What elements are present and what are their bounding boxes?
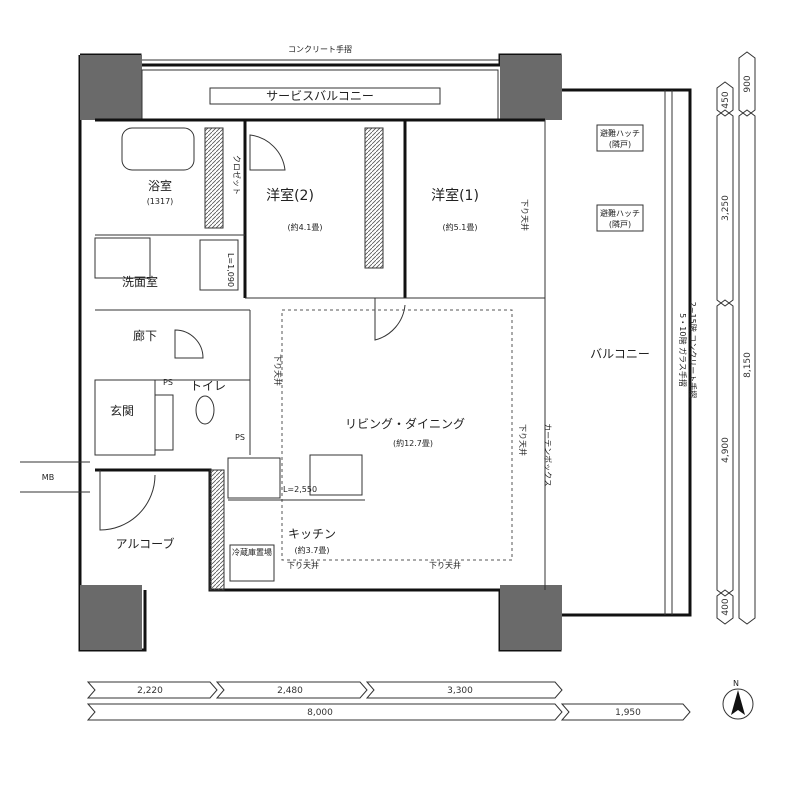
evac-hatch-2-sub: (隣戸) (609, 219, 631, 229)
fridge-label: 冷蔵庫置場 (232, 547, 272, 557)
closet-b (364, 127, 384, 269)
dim-2220: 2,220 (137, 686, 163, 696)
western2-area: (約4.1畳) (288, 222, 323, 232)
balcony-label: バルコニー (590, 347, 650, 361)
dim-4900: 4,900 (721, 437, 731, 463)
outer-wall (80, 53, 692, 652)
column-ne (500, 55, 562, 120)
dim-3300: 3,300 (447, 686, 473, 696)
stove (227, 457, 281, 499)
fridge-space (229, 544, 275, 582)
washing-machine-space (94, 237, 151, 279)
corridor-label: 廊下 (133, 328, 157, 343)
western1-door (374, 298, 406, 341)
evac-hatch-1 (596, 124, 644, 152)
dimension-bar-right-2: 900 8,150 (738, 51, 756, 625)
bathtub (121, 127, 195, 171)
western1-area: (約5.1畳) (443, 222, 478, 232)
living-area: (約12.7畳) (393, 438, 433, 448)
western2-door (249, 134, 286, 171)
dim-400: 400 (721, 598, 731, 615)
dimension-bar-right-1: 450 3,250 4,900 400 (716, 81, 734, 625)
evac-hatch-1-label: 避難ハッチ (600, 128, 640, 138)
entrance-door (99, 470, 156, 531)
dim-450: 450 (721, 91, 731, 108)
dim-900: 900 (743, 75, 753, 92)
wash-dim: L=1,090 (226, 253, 235, 287)
evac-hatch-2 (596, 204, 644, 232)
evac-hatch-2-label: 避難ハッチ (600, 208, 640, 218)
column-se (500, 585, 562, 650)
service-balcony-label: サービスバルコニー (266, 89, 374, 103)
washbasin (199, 239, 239, 291)
dim-8000: 8,000 (307, 708, 333, 718)
dim-1950: 1,950 (615, 708, 641, 718)
dim-3250: 3,250 (721, 195, 731, 221)
low-ceiling-label-3: 下り天井 (518, 424, 528, 456)
bath-label: 浴室 (148, 178, 172, 193)
service-balcony-unit (209, 87, 441, 105)
ps-label-2: PS (235, 433, 245, 442)
low-ceiling-label-5: 下り天井 (429, 560, 461, 570)
alcove-wall (209, 469, 225, 591)
toilet-bowl (195, 395, 215, 425)
entrance-label: 玄関 (110, 403, 134, 418)
living-label: リビング・ダイニング (345, 416, 465, 431)
bath-size: (1317) (147, 197, 174, 206)
low-ceiling-label-2: 下り天井 (273, 354, 283, 386)
shoe-cabinet (154, 394, 174, 451)
dimension-bar-bottom-1: 2,220 2,480 3,300 (86, 681, 563, 699)
outer-wall-west (78, 55, 147, 652)
corridor-door (174, 329, 204, 359)
kitchen-area: (約3.7畳) (295, 545, 330, 555)
closet-a (204, 127, 224, 229)
balcony-note: 2~15階 コンクリート手摺 (688, 302, 698, 399)
compass-icon: N (722, 679, 754, 720)
kitchen-label: キッチン (288, 527, 336, 541)
column-nw (80, 55, 142, 120)
closet-label: クロゼット (232, 155, 242, 195)
ps-label-1: PS (163, 378, 173, 387)
western2-label: 洋室(2) (266, 187, 314, 204)
curtain-box-label: カーテンボックス (543, 423, 552, 487)
toilet-label: トイレ (190, 379, 226, 393)
low-ceiling-label-4: 下り天井 (287, 560, 319, 570)
western1-label: 洋室(1) (431, 187, 479, 204)
dimension-bar-bottom-2: 8,000 1,950 (86, 703, 691, 721)
compass-n: N (733, 679, 739, 688)
concrete-handrail-label: コンクリート手摺 (288, 44, 352, 54)
kitchen-dim: L=2,550 (283, 485, 317, 494)
dim-2480: 2,480 (277, 686, 303, 696)
alcove-label: アルコーブ (116, 536, 175, 551)
balcony-note-2: 5・10階 ガラス手摺 (678, 313, 688, 387)
washroom-label: 洗面室 (122, 274, 158, 289)
living-dashed-ceiling (281, 309, 513, 561)
evac-hatch-1-sub: (隣戸) (609, 139, 631, 149)
dim-8150: 8,150 (743, 352, 753, 378)
low-ceiling-label-1: 下り天井 (520, 199, 530, 231)
sink-counter (309, 454, 363, 496)
column-sw (80, 585, 142, 650)
mb-label: MB (42, 473, 54, 482)
